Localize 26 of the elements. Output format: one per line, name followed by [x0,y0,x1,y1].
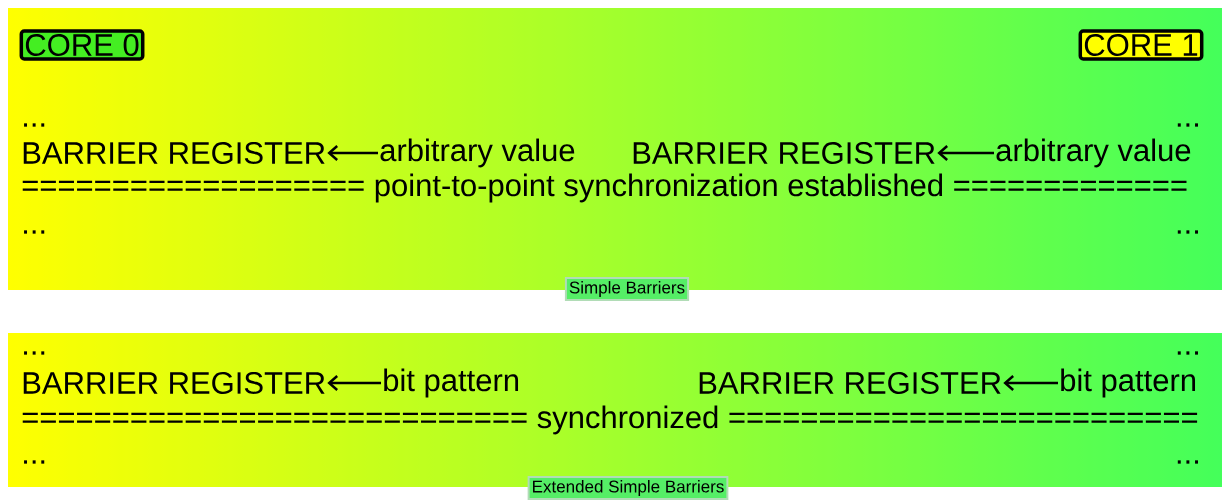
separator-line: ============================ synchronized ========================== [22,405,1198,435]
ellipsis: ... [1177,123,1198,127]
register-text: BARRIER REGISTER [699,372,1001,394]
ellipsis: ... [1177,460,1198,464]
register-text: BARRIER REGISTER [23,372,325,394]
arrow [327,145,378,161]
ellipsis: ... [24,230,45,234]
caption-tag: Simple Barriers [564,277,690,301]
ellipsis: ... [24,123,45,127]
register-text: bit pattern [1061,368,1195,398]
register-text: bit pattern [384,368,518,398]
core-label: CORE 1 [1078,29,1204,61]
register-text: arbitrary value [380,138,575,168]
separator-line: =================== point-to-point synchronization established ============= [22,173,1187,203]
register-text: BARRIER REGISTER [633,142,935,164]
arrow [1003,375,1058,391]
register-text: BARRIER REGISTER [23,142,325,164]
ellipsis: ... [1177,351,1198,355]
arrow [327,375,381,391]
ellipsis: ... [24,351,45,355]
ellipsis: ... [24,460,45,464]
core-label: CORE 0 [19,29,145,61]
register-text: arbitrary value [996,138,1191,168]
ellipsis: ... [1177,230,1198,234]
caption-tag: Extended Simple Barriers [527,476,729,500]
arrow [937,145,994,161]
